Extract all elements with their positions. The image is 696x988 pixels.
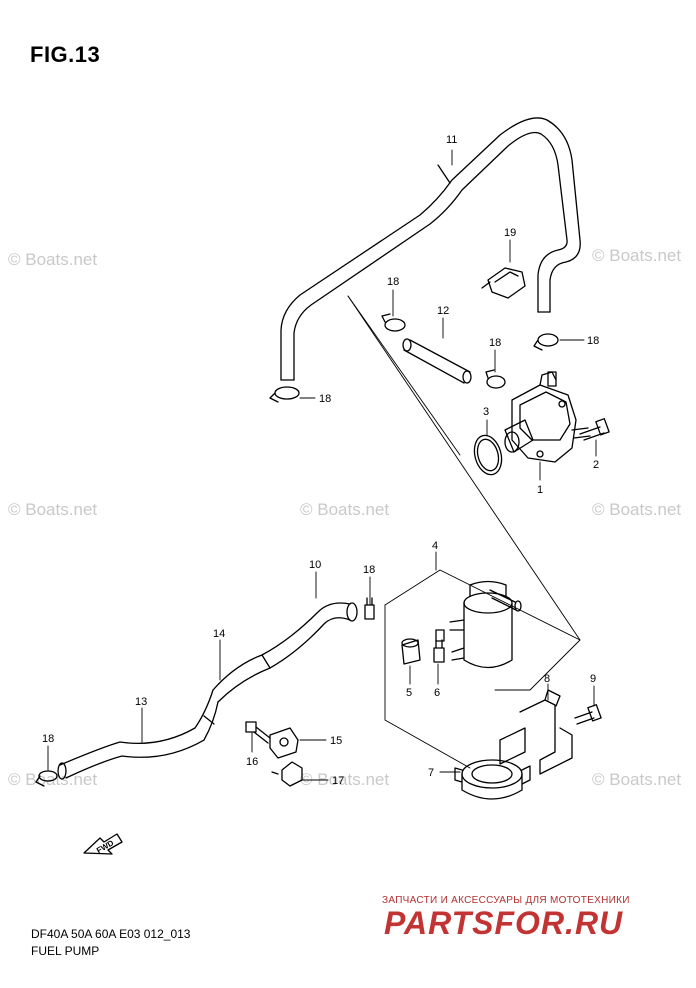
hose-clamp-part-18 bbox=[364, 597, 375, 620]
callout-18: 18 bbox=[319, 393, 331, 405]
watermark: © Boats.net bbox=[592, 246, 682, 265]
callout-11: 11 bbox=[446, 134, 457, 146]
hose-part-10 bbox=[261, 602, 358, 669]
fuel-pump-part-1 bbox=[504, 371, 591, 463]
callout-1: 1 bbox=[537, 484, 543, 496]
callout-19: 19 bbox=[504, 227, 516, 239]
watermark: © Boats.net bbox=[8, 770, 98, 789]
callout-4: 4 bbox=[432, 540, 438, 552]
bolt-part-16 bbox=[245, 721, 271, 744]
callout-8: 8 bbox=[544, 673, 550, 685]
callout-2: 2 bbox=[593, 459, 599, 471]
hose-part-11 bbox=[280, 117, 581, 381]
watermark: © Boats.net bbox=[8, 500, 98, 519]
watermark: © Boats.net bbox=[300, 770, 390, 789]
callout-9: 9 bbox=[590, 673, 596, 685]
leader-lines bbox=[47, 149, 597, 781]
callout-18: 18 bbox=[42, 733, 54, 745]
bolt-part-9 bbox=[574, 704, 602, 725]
hose-clamp-part-18 bbox=[35, 770, 58, 787]
bracket-part-8 bbox=[499, 689, 573, 775]
bolt-part-2 bbox=[579, 418, 610, 441]
callout-16: 16 bbox=[246, 756, 258, 768]
callout-15: 15 bbox=[330, 735, 342, 747]
hose-clamp-part-18 bbox=[269, 386, 300, 403]
forward-direction-arrow bbox=[83, 833, 123, 855]
hose-clamp-part-18 bbox=[485, 369, 506, 389]
filter-holder-part-7 bbox=[454, 759, 531, 800]
clip-part-15 bbox=[269, 727, 299, 759]
callout-18: 18 bbox=[387, 276, 399, 288]
callout-18: 18 bbox=[489, 337, 501, 349]
hose-part-12 bbox=[402, 338, 472, 384]
callout-18: 18 bbox=[363, 564, 375, 576]
watermark: © Boats.net bbox=[8, 250, 98, 269]
sleeve-part-5 bbox=[401, 638, 421, 665]
callout-13: 13 bbox=[135, 696, 147, 708]
callout-5: 5 bbox=[406, 687, 412, 699]
callout-18: 18 bbox=[587, 335, 599, 347]
hose-part-14 bbox=[212, 654, 271, 703]
filter-assembly-frame-part-4 bbox=[384, 569, 581, 769]
o-ring-part-3 bbox=[473, 434, 503, 476]
hose-clamp-part-18 bbox=[381, 313, 406, 332]
brand-tagline: ЗАПЧАСТИ И АКСЕССУАРЫ ДЛЯ МОТОТЕХНИКИ bbox=[382, 895, 630, 906]
hose-clip-part-19 bbox=[481, 267, 526, 299]
projection-lines bbox=[347, 295, 581, 641]
hose-clamp-part-18 bbox=[533, 333, 559, 351]
section-name: FUEL PUMP bbox=[31, 944, 100, 958]
clip-part-6 bbox=[433, 639, 445, 663]
figure-title: FIG.13 bbox=[30, 42, 101, 67]
fuel-filter-part-4 bbox=[449, 580, 522, 669]
watermark: © Boats.net bbox=[300, 500, 390, 519]
brand-logo-text: PARTSFOR.RU bbox=[384, 905, 624, 941]
callout-12: 12 bbox=[437, 305, 449, 317]
hose-part-13 bbox=[57, 689, 219, 780]
callout-10: 10 bbox=[309, 559, 321, 571]
watermark: © Boats.net bbox=[592, 500, 682, 519]
callout-17: 17 bbox=[332, 775, 344, 787]
clip-part-17 bbox=[271, 761, 303, 787]
callout-14: 14 bbox=[213, 628, 225, 640]
watermark: © Boats.net bbox=[592, 770, 682, 789]
hose-clamp-part-18 bbox=[435, 629, 445, 642]
callout-7: 7 bbox=[428, 767, 434, 779]
model-line: DF40A 50A 60A E03 012_013 bbox=[31, 927, 191, 941]
callout-6: 6 bbox=[434, 687, 440, 699]
callout-3: 3 bbox=[483, 406, 489, 418]
